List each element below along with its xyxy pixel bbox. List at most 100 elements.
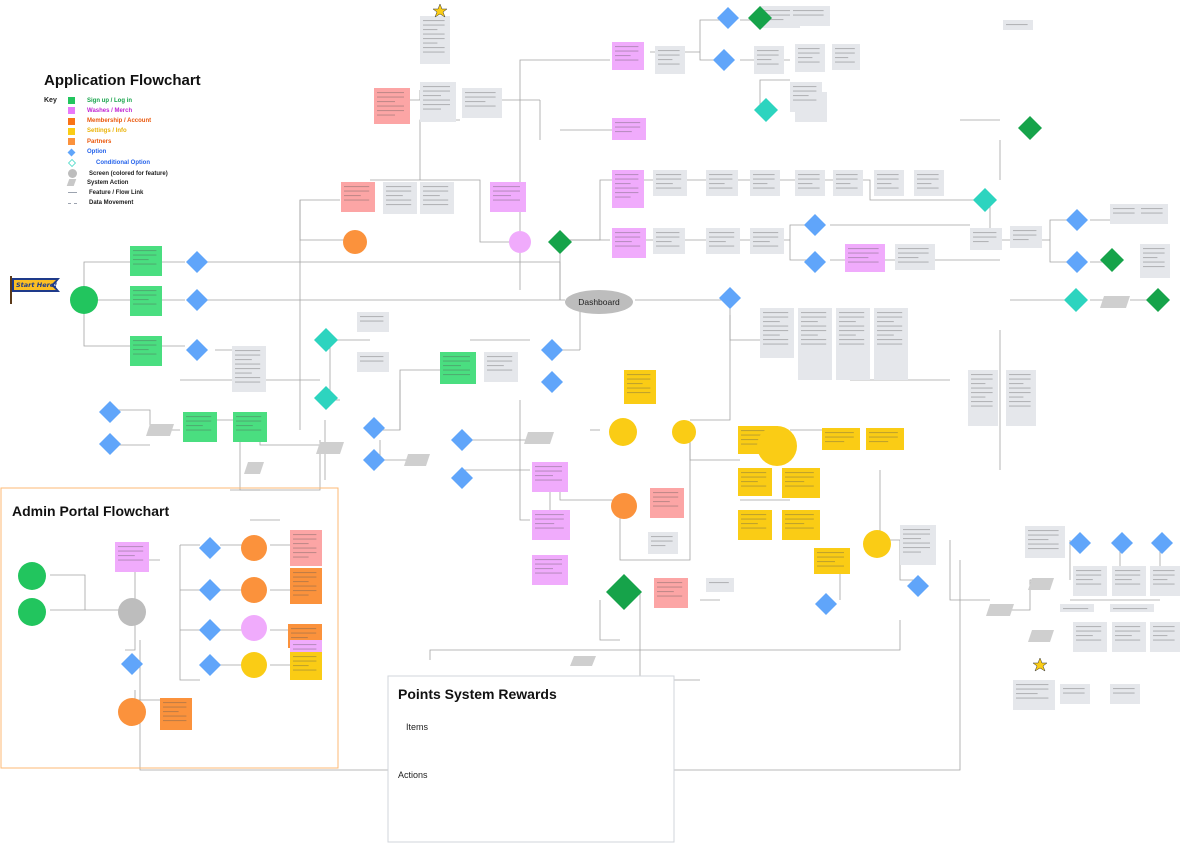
- card-text-line: [535, 523, 555, 525]
- washes-screen-node: [509, 231, 531, 253]
- card-text-line: [763, 343, 789, 345]
- card-text-line: [133, 349, 149, 351]
- card-text-line: [1013, 230, 1037, 232]
- key-item-label: Settings / Info: [87, 128, 127, 135]
- card-text-line: [877, 321, 894, 323]
- card-text-line: [186, 425, 203, 427]
- card-text-line: [1153, 574, 1175, 576]
- card-text-line: [615, 46, 639, 48]
- start-flag-label: Start Here!: [16, 281, 58, 289]
- points-panel-border: [387, 675, 675, 843]
- card-text-line: [763, 330, 789, 332]
- option-diamond: [186, 251, 208, 273]
- system-action-node: [244, 462, 264, 474]
- key-swatch-square-icon: [68, 97, 75, 104]
- card-text-line: [236, 429, 262, 431]
- note-card: [706, 578, 734, 592]
- card-text-line: [1153, 639, 1175, 641]
- card-text-line: [753, 232, 779, 234]
- option-diamond: [451, 429, 473, 451]
- card-text-line: [798, 178, 820, 180]
- option-diamond: [451, 467, 473, 489]
- card-text-line: [1115, 570, 1141, 572]
- card-text-line: [651, 536, 673, 538]
- card-text-line: [839, 316, 865, 318]
- note-card: [895, 244, 935, 270]
- option-diamond: [541, 339, 563, 361]
- card-text-line: [785, 476, 814, 478]
- card-text-line: [971, 387, 993, 389]
- card-text-line: [465, 105, 496, 107]
- key-item-label: Sign up / Log in: [87, 97, 132, 104]
- card-text-line: [163, 715, 187, 717]
- card-text-line: [465, 92, 496, 94]
- card-text-line: [443, 365, 461, 367]
- admin-dashboard-node: [118, 598, 146, 626]
- card-text-line: [657, 595, 683, 597]
- note-card: [490, 182, 526, 212]
- key-swatch-diamond-outline-icon: [68, 158, 76, 167]
- note-card: [233, 412, 267, 442]
- card-text-line: [377, 101, 395, 103]
- card-text-line: [971, 378, 993, 380]
- note-card: [1060, 604, 1094, 612]
- card-text-line: [835, 61, 855, 63]
- card-text-line: [839, 343, 865, 345]
- card-text-line: [487, 360, 513, 362]
- card-text-line: [973, 232, 997, 234]
- note-card: [795, 170, 825, 196]
- card-text-line: [627, 374, 651, 376]
- dashboard-label: Dashboard: [578, 297, 620, 307]
- card-text-line: [898, 261, 929, 263]
- card-text-line: [763, 339, 789, 341]
- card-text-line: [293, 538, 317, 540]
- card-text-line: [753, 183, 768, 185]
- card-text-line: [443, 369, 470, 371]
- card-text-line: [1113, 688, 1135, 690]
- card-text-line: [535, 514, 564, 516]
- card-text-line: [785, 518, 814, 520]
- key-item-label: Membership / Account: [87, 118, 152, 125]
- card-text-line: [487, 365, 504, 367]
- note-card: [1112, 622, 1146, 652]
- card-text-line: [535, 563, 562, 565]
- note-card: [738, 510, 772, 540]
- card-text-line: [898, 257, 919, 259]
- card-text-line: [973, 236, 997, 238]
- note-card: [532, 462, 568, 492]
- card-text-line: [377, 114, 395, 116]
- note-card: [1140, 244, 1170, 278]
- card-text-line: [658, 59, 673, 61]
- card-text-line: [291, 637, 308, 639]
- card-text-line: [423, 186, 449, 188]
- card-text-line: [186, 429, 212, 431]
- card-text-line: [293, 576, 317, 578]
- card-text-line: [423, 86, 450, 88]
- card-text-line: [835, 57, 849, 59]
- option-diamond: [548, 230, 572, 254]
- card-text-line: [793, 10, 824, 12]
- key-swatch-dashed-icon: [68, 202, 77, 204]
- note-card: [814, 548, 850, 574]
- card-text-line: [839, 339, 865, 341]
- note-card: [970, 228, 1002, 250]
- card-text-line: [236, 420, 262, 422]
- key-swatch-parallelogram-icon: [66, 179, 77, 187]
- card-text-line: [627, 387, 651, 389]
- card-text-line: [656, 183, 673, 185]
- card-text-line: [291, 628, 317, 630]
- card-text-line: [848, 252, 879, 254]
- card-text-line: [817, 552, 844, 554]
- card-text-line: [163, 702, 187, 704]
- note-card: [1138, 204, 1168, 224]
- card-text-line: [917, 187, 939, 189]
- card-text-line: [1009, 396, 1024, 398]
- note-card: [866, 428, 904, 450]
- points-items-label: Items: [406, 722, 429, 732]
- card-text-line: [1115, 583, 1141, 585]
- key-item-label: Data Movement: [89, 200, 134, 206]
- note-card: [1010, 226, 1042, 248]
- note-card: [738, 468, 772, 496]
- note-card: [822, 428, 860, 450]
- option-diamond: [1069, 532, 1091, 554]
